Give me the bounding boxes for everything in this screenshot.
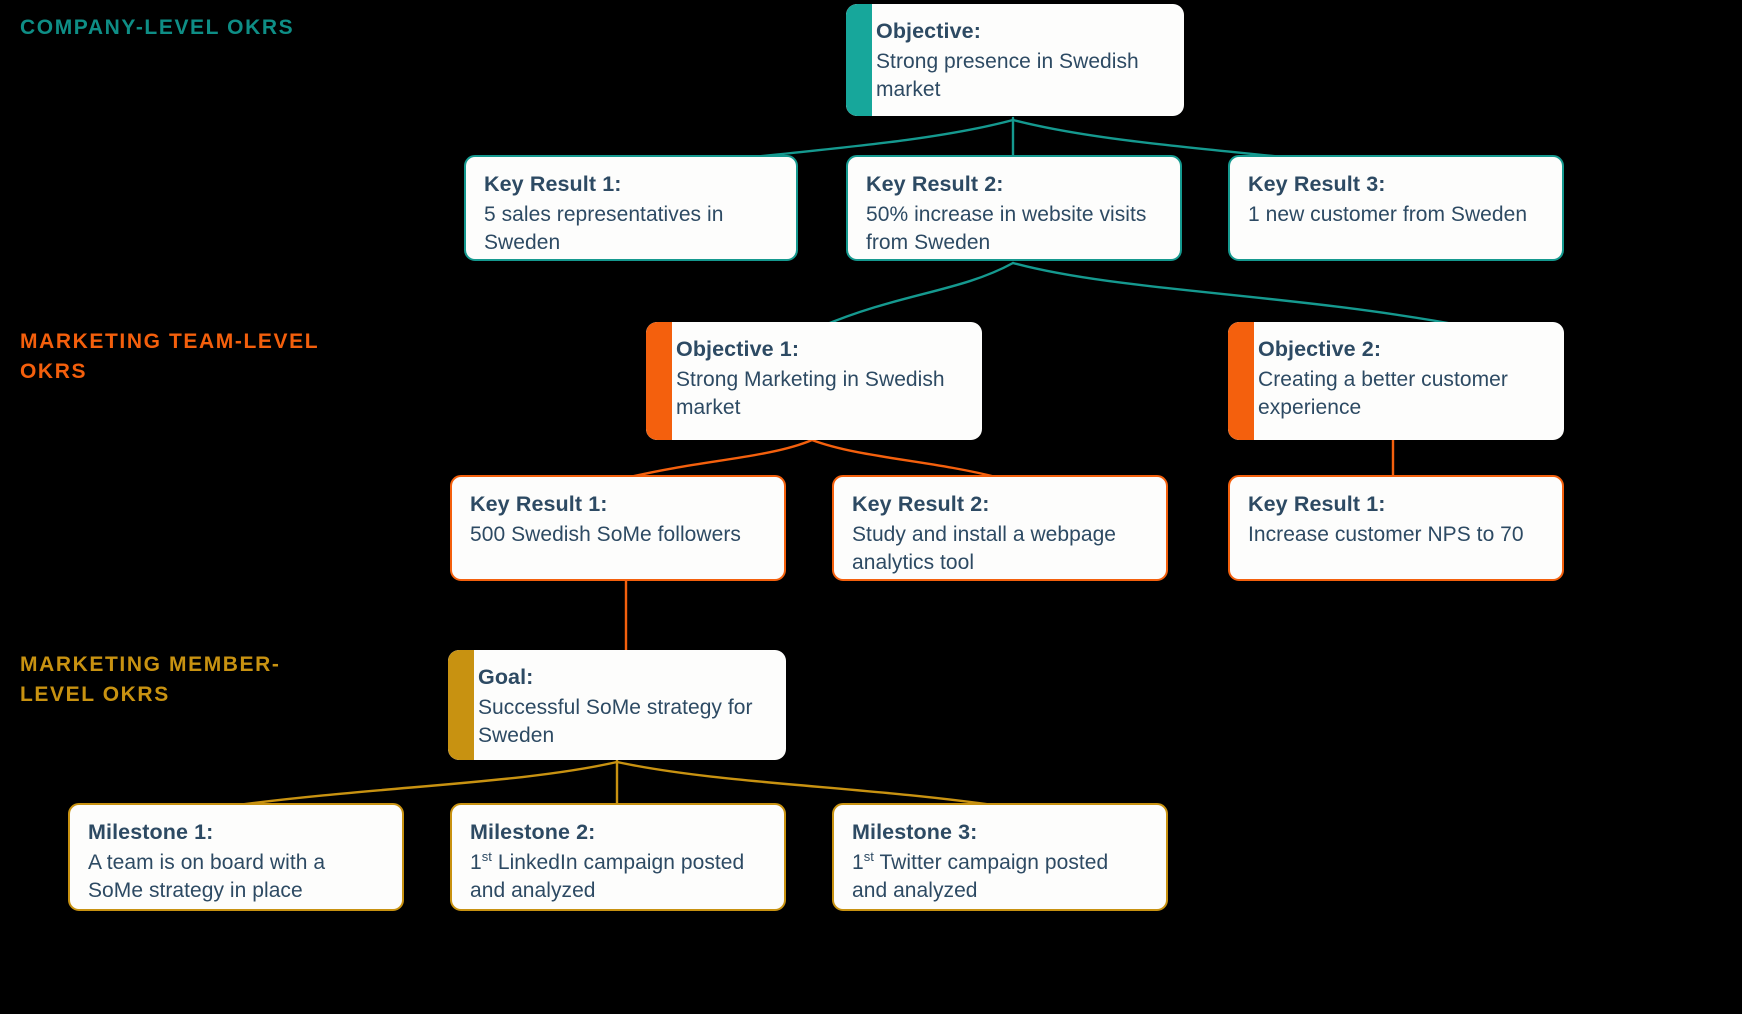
gold-accent-bar	[448, 650, 474, 760]
team-objective-1-title: Objective 1:	[676, 337, 800, 361]
company-key-result-1-title: Key Result 1:	[484, 172, 622, 196]
team-objective-1-body: Strong Marketing in Swedish market	[676, 368, 945, 419]
company-key-result-3-box[interactable]: Key Result 3: 1 new customer from Sweden	[1228, 155, 1564, 261]
member-goal-box[interactable]: Goal: Successful SoMe strategy for Swede…	[448, 650, 786, 760]
team-key-result-1-box[interactable]: Key Result 1: 500 Swedish SoMe followers	[450, 475, 786, 581]
milestone-2-title: Milestone 2:	[470, 820, 596, 844]
company-key-result-2-body: 50% increase in website visits from Swed…	[866, 203, 1147, 254]
company-key-result-1-body: 5 sales representatives in Sweden	[484, 203, 724, 254]
team-objective-2-box[interactable]: Objective 2: Creating a better customer …	[1228, 322, 1564, 440]
team-objective-1-box[interactable]: Objective 1: Strong Marketing in Swedish…	[646, 322, 982, 440]
milestone-3-title: Milestone 3:	[852, 820, 978, 844]
team-key-result-2-box[interactable]: Key Result 2: Study and install a webpag…	[832, 475, 1168, 581]
team-objective-2-title: Objective 2:	[1258, 337, 1382, 361]
member-goal-title: Goal:	[478, 665, 534, 689]
team-key-result-1-body: 500 Swedish SoMe followers	[470, 523, 741, 546]
milestone-3-box[interactable]: Milestone 3: 1st Twitter campaign posted…	[832, 803, 1168, 911]
orange-accent-bar	[646, 322, 672, 440]
caption-member-level: MARKETING MEMBER- LEVEL OKRS	[20, 653, 281, 706]
company-key-result-2-title: Key Result 2:	[866, 172, 1004, 196]
team-kr-connectors-1	[624, 438, 1002, 480]
team-key-result-1-title: Key Result 1:	[470, 492, 608, 516]
caption-company-level: COMPANY-LEVEL OKRS	[20, 16, 295, 39]
team-key-result-3-body: Increase customer NPS to 70	[1248, 523, 1524, 546]
caption-team-level: MARKETING TEAM-LEVEL OKRS	[20, 330, 320, 383]
orange-accent-bar	[1228, 322, 1254, 440]
team-key-result-3-title: Key Result 1:	[1248, 492, 1386, 516]
teal-accent-bar	[846, 4, 872, 116]
team-objective-connectors	[818, 261, 1472, 329]
company-objective-title: Objective:	[876, 19, 981, 43]
company-key-result-3-body: 1 new customer from Sweden	[1248, 203, 1528, 226]
team-key-result-2-body: Study and install a webpage analytics to…	[852, 523, 1117, 574]
milestone-2-box[interactable]: Milestone 2: 1st LinkedIn campaign poste…	[450, 803, 786, 911]
company-key-result-1-box[interactable]: Key Result 1: 5 sales representatives in…	[464, 155, 798, 261]
milestone-1-body: A team is on board with a SoMe strategy …	[88, 851, 326, 902]
company-objective-box[interactable]: Objective: Strong presence in Swedish ma…	[846, 4, 1184, 116]
milestone-1-box[interactable]: Milestone 1: A team is on board with a S…	[68, 803, 404, 911]
company-objective-body: Strong presence in Swedish market	[876, 50, 1139, 101]
team-key-result-2-title: Key Result 2:	[852, 492, 990, 516]
milestone-1-title: Milestone 1:	[88, 820, 214, 844]
team-key-result-3-box[interactable]: Key Result 1: Increase customer NPS to 7…	[1228, 475, 1564, 581]
milestone-connectors	[228, 758, 1002, 808]
milestone-3-body: 1st Twitter campaign posted and analyzed	[852, 849, 1109, 902]
team-objective-2-body: Creating a better customer experience	[1258, 368, 1508, 419]
member-goal-body: Successful SoMe strategy for Sweden	[478, 696, 753, 747]
milestone-2-body: 1st LinkedIn campaign posted and analyze…	[470, 849, 745, 902]
company-key-result-3-title: Key Result 3:	[1248, 172, 1386, 196]
company-key-result-2-box[interactable]: Key Result 2: 50% increase in website vi…	[846, 155, 1182, 261]
